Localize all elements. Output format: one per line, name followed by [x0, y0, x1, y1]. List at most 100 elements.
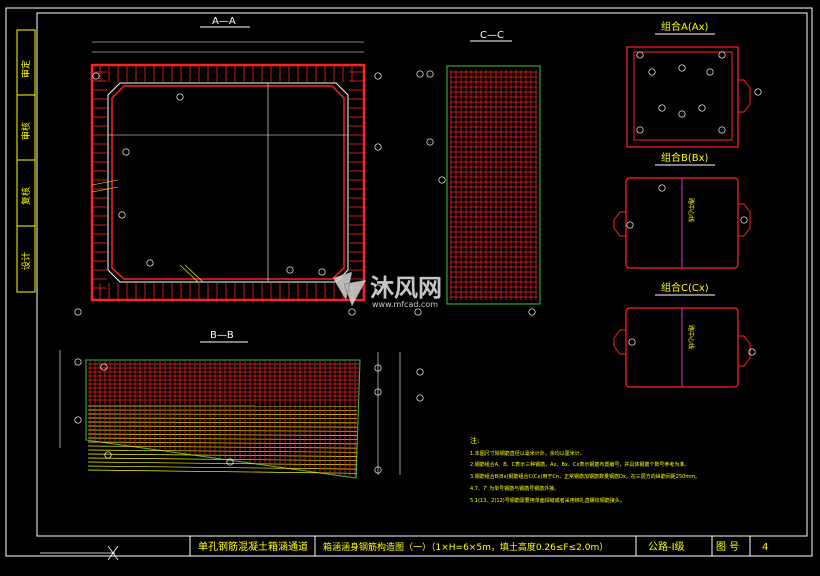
- rebar-tags: [74, 72, 382, 316]
- watermark-logo: [332, 271, 367, 307]
- rebar-tag-circle: [438, 176, 446, 184]
- rebar-tag-circle: [658, 104, 666, 112]
- combo-b-title: 组合B(Bx): [661, 151, 709, 164]
- rebar-tag-circle: [118, 211, 126, 219]
- rebar-tag-circle: [374, 364, 382, 372]
- bb-yellow-bar: [87, 445, 358, 449]
- cc-outline: [446, 65, 541, 305]
- rebar-tag-circle: [426, 138, 434, 146]
- combo-a-title: 组合A(Ax): [661, 20, 709, 33]
- bb-rebar-grid: [87, 361, 359, 476]
- watermark: 沐风网 www.mfcad.com: [332, 271, 442, 309]
- rebar-tag-circle: [416, 70, 424, 78]
- bb-yellow-bar: [87, 429, 358, 432]
- section-aa-title: A—A: [212, 16, 236, 27]
- watermark-url: www.mfcad.com: [372, 300, 438, 309]
- rebar-tag-circle: [426, 70, 434, 78]
- section-cc-title: C—C: [480, 30, 504, 41]
- sheet-label: 图 号: [716, 541, 739, 553]
- rebar-tag-circle: [740, 216, 748, 224]
- rebar-tag-circle: [678, 64, 686, 72]
- bb-yellow-bar: [87, 449, 358, 453]
- project-title: 单孔钢筋混凝土箱涵通道: [198, 540, 308, 553]
- bb-yellow-bar: [87, 469, 358, 474]
- rebar-tag-circle: [176, 93, 184, 101]
- bb-yellow-bar: [87, 413, 358, 415]
- rebar-tag-circle: [74, 358, 82, 366]
- bb-yellow-bar: [87, 457, 358, 462]
- note-line: 1.本图尺寸除钢筋直径以毫米计外，余均以厘米计。: [470, 450, 585, 457]
- note-line: 3.钢筋组合B(Bx)钢筋组合C(Cx)用于Cn，正常钢筋加钢筋数量钢筋Dx，在…: [470, 473, 700, 480]
- combo-c: 组合C(Cx) 路中心线: [613, 281, 756, 388]
- rebar-tag-circle: [414, 308, 422, 316]
- rebar-tag-circle: [374, 143, 382, 151]
- notes-heading: 注:: [470, 436, 479, 445]
- rebar-tag-circle: [718, 51, 726, 59]
- bb-yellow-bar: [87, 421, 358, 424]
- rebar-tag-circle: [706, 68, 714, 76]
- rebar-tag-circle: [374, 284, 382, 292]
- note-line: 4.7、7' 为单号钢筋与钢筋号钢筋外接。: [470, 485, 559, 492]
- bb-yellow-bar: [87, 425, 358, 428]
- drawing-title: 箱涵涵身钢筋构造图（一）（1×H=6×5m，填土高度0.26≤F≤2.0m）: [323, 541, 608, 553]
- bb-yellow-bar: [87, 461, 358, 466]
- side-bar-item: 审定: [20, 60, 32, 78]
- rebar-tag-circle: [748, 348, 756, 356]
- watermark-brand: 沐风网: [370, 274, 442, 302]
- rebar-tag-circle: [226, 458, 234, 466]
- note-line: 2.钢筋组合A、B、C表示三种钢筋，Ax、Bx、Cx表示钢筋布置编号，并具体钢筋…: [470, 461, 689, 468]
- combo-b: 组合B(Bx) 路中心线: [613, 151, 751, 269]
- section-bb-title: B—B: [210, 330, 234, 341]
- rebar-tag-circle: [374, 466, 382, 474]
- section-cc: C—C: [414, 30, 541, 316]
- rebar-tag-circle: [92, 72, 100, 80]
- rebar-tag-circle: [416, 368, 424, 376]
- side-bar-item: 审核: [20, 122, 32, 140]
- rebar-tag-circle: [658, 184, 666, 192]
- side-bar-item: 设计: [20, 252, 32, 270]
- bb-yellow-bar: [87, 465, 358, 470]
- load-grade: 公路-Ⅰ级: [648, 540, 685, 553]
- section-bb: B—B: [59, 330, 424, 479]
- rebar-tag-circle: [74, 308, 82, 316]
- rebar-tag-circle: [416, 394, 424, 402]
- rebar-tags: [414, 70, 536, 316]
- rebar-tag-circle: [648, 68, 656, 76]
- rebar-tag-circle: [698, 104, 706, 112]
- side-bar: 设计 复核 审核 审定: [16, 29, 36, 293]
- combo-b-centerline-label: 路中心线: [687, 198, 695, 222]
- rebar-tag-circle: [628, 338, 636, 346]
- wall-stirrups: [93, 66, 363, 299]
- bb-yellow-bar: [87, 417, 358, 420]
- rebar-tag-circle: [636, 51, 644, 59]
- sheet-number: 4: [762, 542, 768, 553]
- rebar-tag-circle: [104, 451, 112, 459]
- box-outer-wall: [90, 63, 366, 302]
- rebar-tag-circle: [754, 88, 762, 96]
- combo-a: 组合A(Ax): [626, 20, 762, 148]
- box-inner-opening: [107, 82, 349, 283]
- bb-yellow-bar: [87, 453, 358, 457]
- cc-rebar-grid: [450, 70, 537, 300]
- rebar-tag-circle: [374, 72, 382, 80]
- rebar-tag-circle: [146, 259, 154, 267]
- bb-yellow-bar: [87, 437, 358, 441]
- combo-c-centerline-label: 路中心线: [687, 325, 695, 349]
- rebar-tag-circle: [348, 308, 356, 316]
- rebar-tag-circle: [74, 416, 82, 424]
- bb-outline: [85, 359, 361, 479]
- note-line: 5.1(13、2(12)号钢筋需要用单面焊缝或者采用绑扎直螺纹钢筋接头。: [470, 497, 625, 504]
- ucs-icon: [40, 545, 119, 561]
- rebar-tag-circle: [100, 363, 108, 371]
- rebar-tag-circle: [636, 126, 644, 134]
- combo-c-title: 组合C(Cx): [661, 281, 709, 294]
- bb-yellow-bar: [87, 441, 358, 445]
- rebar-tag-circle: [626, 221, 634, 229]
- rebar-tag-circle: [374, 388, 382, 396]
- rebar-tag-circle: [318, 268, 326, 276]
- rebar-tags: [74, 358, 424, 474]
- rebar-tag-circle: [718, 126, 726, 134]
- rebar-tag-circle: [528, 308, 536, 316]
- bb-yellow-bar: [87, 433, 358, 436]
